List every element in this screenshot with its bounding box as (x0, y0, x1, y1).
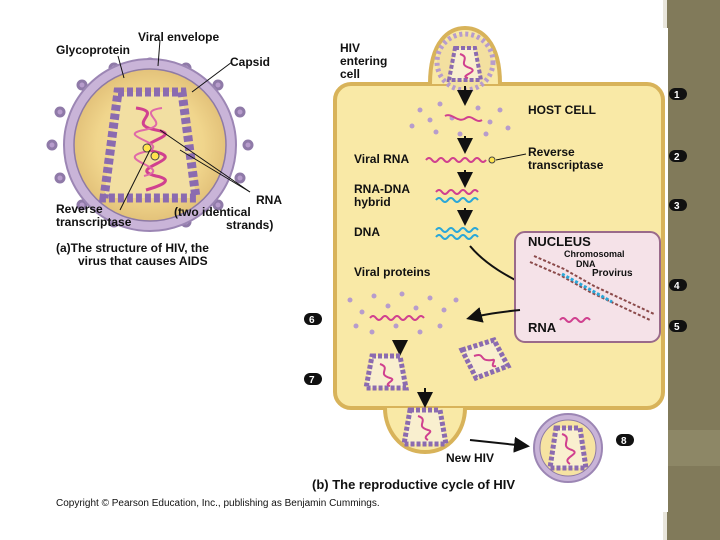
reverse-transcriptase-dot (142, 143, 152, 153)
label-rna-dna-2: hybrid (354, 195, 391, 209)
viral-rna-strand (425, 157, 487, 163)
leader-rev-trans (495, 153, 527, 161)
step-badge-2 (669, 150, 687, 162)
assembling-rna-1 (379, 363, 394, 387)
budding-virion (383, 407, 467, 455)
rna-strand-2 (134, 107, 163, 177)
step-badge-1 (669, 88, 687, 100)
label-viral-proteins: Viral proteins (354, 265, 431, 279)
label-viral-rna: Viral RNA (354, 152, 409, 166)
reverse-transcriptase-dot-2 (150, 151, 160, 161)
label-new-hiv: New HIV (446, 451, 494, 465)
step-number-6: 6 (309, 315, 315, 326)
step-number-8: 8 (621, 436, 627, 447)
step-badge-5 (669, 320, 687, 332)
label-host-cell: HOST CELL (528, 103, 596, 117)
budding-capsid (401, 407, 449, 447)
caption-a-line1: (a)The structure of HIV, the (56, 241, 209, 255)
assembling-rna-2 (473, 354, 497, 368)
step-badge-8 (616, 434, 634, 446)
label-reverse-transcriptase-2: transcriptase (528, 158, 604, 172)
new-hiv-rna (561, 433, 576, 465)
nucleus-rna (559, 317, 591, 323)
hybrid-rna-strand (435, 189, 479, 195)
copyright-notice: Copyright © Pearson Education, Inc., pub… (56, 498, 380, 509)
step-number-1: 1 (674, 90, 680, 101)
arrow-from-nucleus (466, 307, 521, 323)
rna-strand-1 (135, 106, 167, 192)
reverse-transcriptase-enzyme (488, 156, 496, 164)
step-badges: 1 2 3 4 5 6 7 8 (304, 88, 687, 447)
label-transcriptase: transcriptase (56, 215, 132, 229)
arrow-new-hiv (469, 436, 530, 453)
caption-a-line2: virus that causes AIDS (78, 254, 208, 268)
assembly-particles (347, 291, 459, 335)
nucleus-body (514, 231, 661, 343)
step-badge-7 (304, 373, 322, 385)
budding-rna (417, 415, 432, 441)
released-rna (444, 114, 483, 122)
step-number-3: 3 (674, 201, 680, 212)
dna-strand-1 (435, 227, 479, 233)
step-badge-4 (669, 279, 687, 291)
assembled-virions (362, 336, 512, 391)
step-number-7: 7 (309, 375, 315, 386)
new-hiv-virion (533, 413, 603, 483)
dna-strand-2 (435, 234, 479, 240)
label-rna-nucleus: RNA (528, 320, 557, 335)
label-reverse: Reverse (56, 202, 103, 216)
hiv-entering-virion (428, 25, 502, 93)
leader-lines-a (117, 39, 251, 211)
sidebar-accent (667, 430, 720, 466)
label-provirus: Provirus (592, 268, 633, 279)
label-two-identical: (two identical (174, 205, 251, 219)
step-number-5: 5 (674, 322, 680, 333)
step-number-2: 2 (674, 152, 680, 163)
step-badge-3 (669, 199, 687, 211)
label-dna: DNA (354, 225, 380, 239)
assembling-capsid-1 (362, 353, 410, 391)
label-nucleus: NUCLEUS (528, 234, 591, 249)
label-capsid: Capsid (230, 55, 270, 69)
label-hiv-entering-1: HIV (340, 41, 360, 55)
step-badge-6 (304, 313, 322, 325)
label-reverse-transcriptase-1: Reverse (528, 145, 575, 159)
entering-rna (459, 53, 474, 79)
label-rna-dna-1: RNA-DNA (354, 182, 410, 196)
label-hiv-entering-2: entering (340, 54, 387, 68)
label-glycoprotein: Glycoprotein (56, 43, 130, 57)
new-viral-rna (369, 315, 425, 321)
caption-b: (b) The reproductive cycle of HIV (312, 477, 515, 492)
chromosomal-dna-1 (529, 261, 651, 321)
label-strands: strands) (226, 218, 273, 232)
label-chromosomal-2: DNA (576, 259, 596, 269)
hiv-virion-structure (46, 39, 254, 232)
label-rna: RNA (256, 193, 282, 207)
hybrid-dna-strand (435, 197, 479, 203)
label-hiv-entering-3: cell (340, 67, 360, 81)
label-viral-envelope: Viral envelope (138, 30, 219, 44)
chromosomal-dna-2 (533, 255, 655, 315)
provirus-segment (561, 272, 613, 304)
label-chromosomal-1: Chromosomal (564, 249, 625, 259)
step-number-4: 4 (674, 281, 680, 292)
nucleus (514, 231, 661, 343)
uncoating-particles (409, 101, 511, 137)
